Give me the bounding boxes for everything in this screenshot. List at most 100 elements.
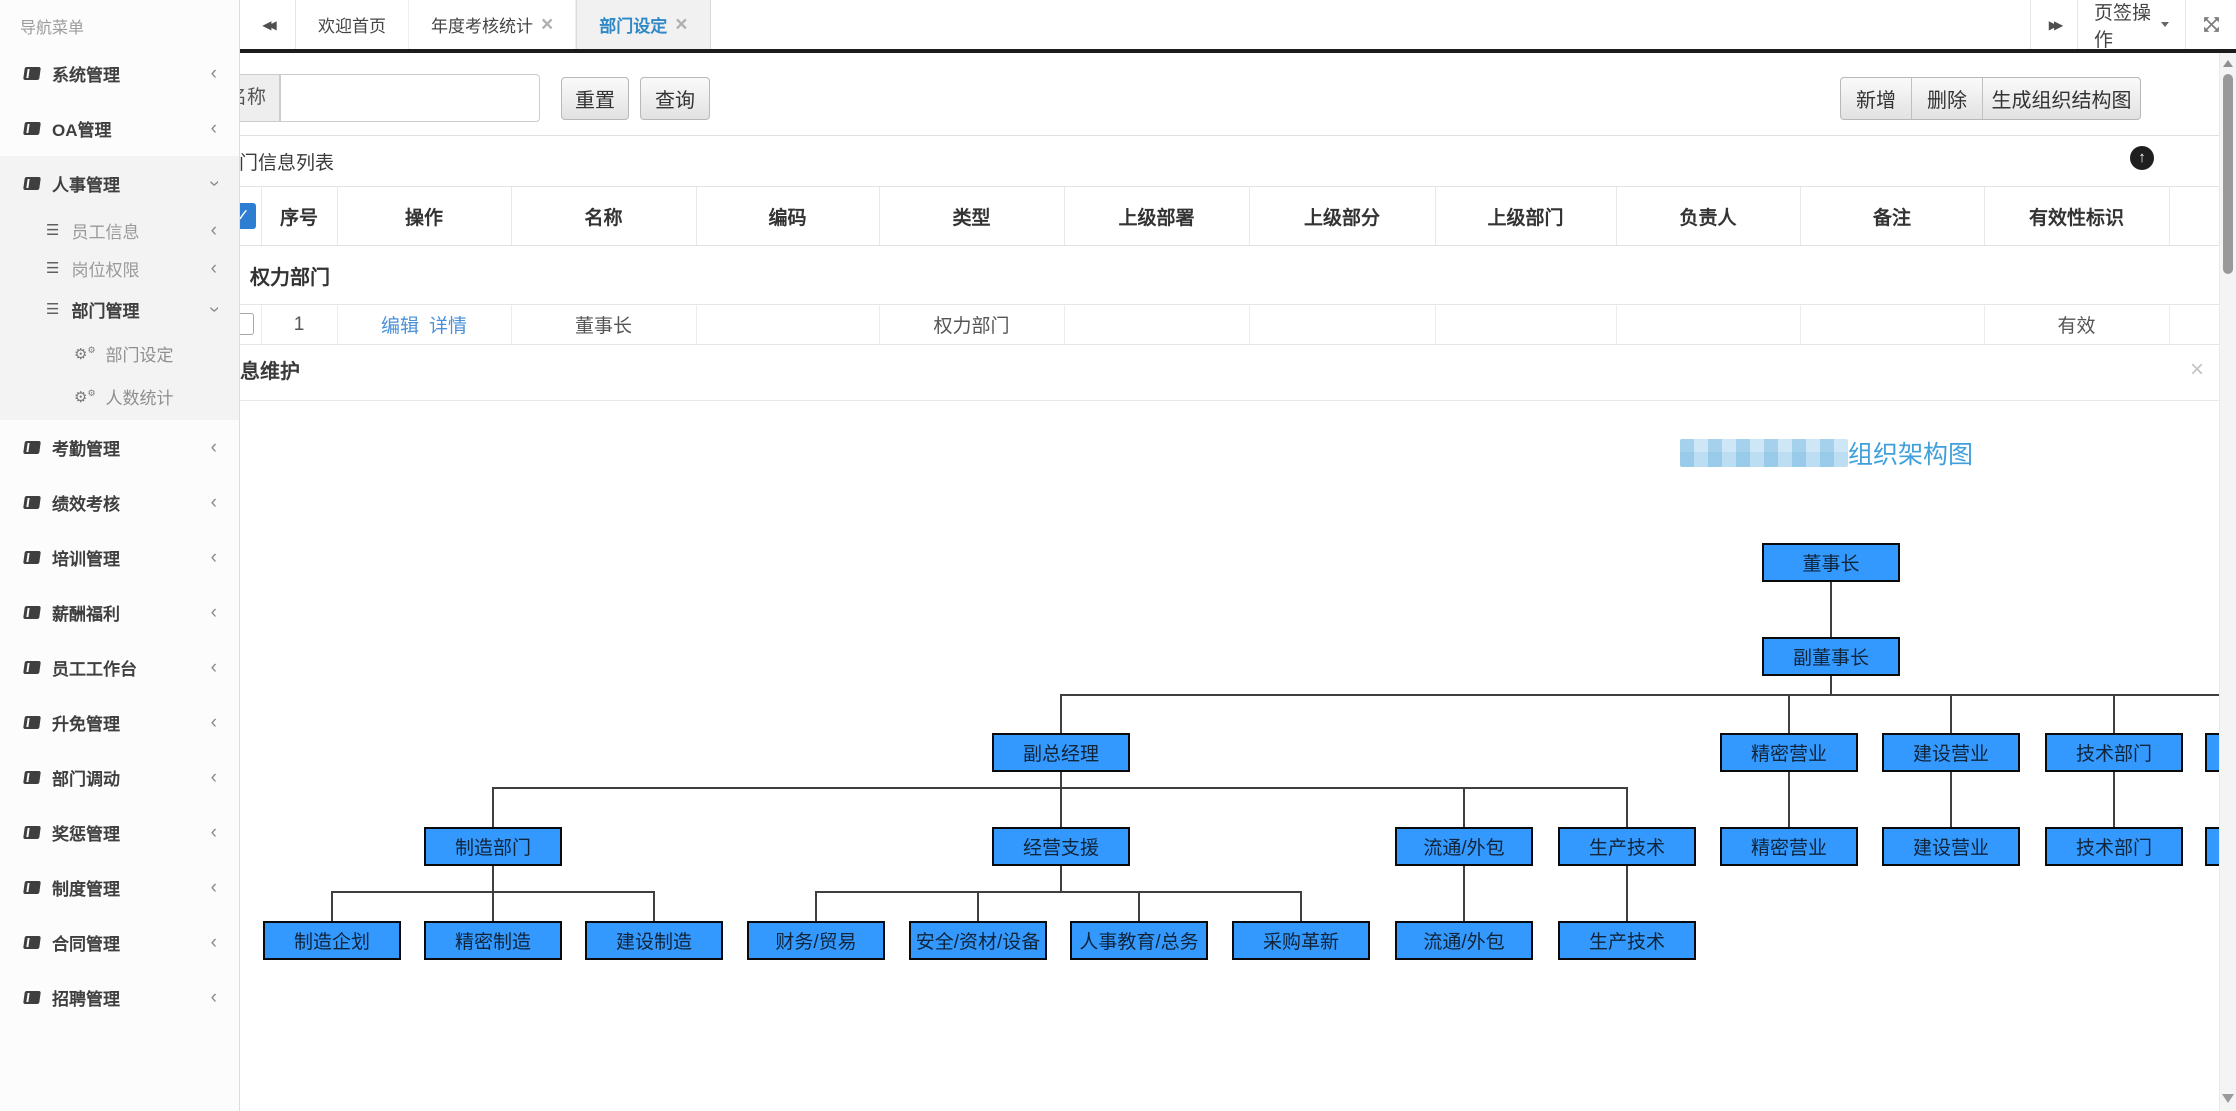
org-node-label: 董事长: [1802, 554, 1860, 575]
sidebar-item-2-2-1[interactable]: ⚙人数统计: [0, 375, 239, 418]
sidebar-item-label: 系统管理: [52, 66, 120, 85]
sidebar-item-2-2-0[interactable]: ⚙部门设定: [0, 332, 239, 375]
org-connector-line: [1060, 772, 1062, 787]
dept-list-title: 部门信息列表: [240, 153, 335, 174]
org-node-label: 精密营业: [1750, 744, 1827, 765]
sidebar-item-11[interactable]: 制度管理‹: [0, 860, 239, 915]
sidebar-item-2-2[interactable]: ☰部门管理‹: [0, 287, 239, 332]
sidebar-item-label: 部门调动: [52, 770, 120, 789]
org-node: 流通/外包: [1395, 921, 1533, 960]
org-connector-line: [1626, 866, 1628, 921]
sidebar-item-3[interactable]: 考勤管理‹: [0, 420, 239, 475]
action-button-group: 新增 删除 生成组织结构图: [1840, 77, 2141, 120]
org-node: 建设营业: [1882, 733, 2020, 772]
column-header: 上级部分: [1249, 186, 1436, 246]
tab-operations-dropdown[interactable]: 页签操作: [2077, 0, 2185, 51]
column-header: 上级部门: [1435, 186, 1617, 246]
row-cell-valid: 有效: [1984, 304, 2170, 345]
sidebar-item-label: 部门设定: [105, 346, 174, 365]
org-connector-line: [1060, 694, 1062, 733]
org-connector-line: [492, 891, 494, 921]
chevron-left-icon: ‹: [210, 63, 217, 84]
sidebar-item-8[interactable]: 升免管理‹: [0, 695, 239, 750]
chevron-left-icon: ‹: [210, 492, 217, 513]
row-cell-manager: [1616, 304, 1801, 345]
tabbar: ◀◀ 欢迎首页 年度考核统计×部门设定× ▶▶ 页签操作: [240, 0, 2236, 53]
sidebar-item-2[interactable]: 人事管理‹: [0, 156, 239, 211]
org-node-label: 制造企划: [293, 932, 370, 953]
tab-0[interactable]: 欢迎首页: [296, 0, 409, 49]
column-header: 编码: [696, 186, 880, 246]
delete-button[interactable]: 删除: [1912, 78, 1983, 119]
add-button[interactable]: 新增: [1841, 78, 1912, 119]
column-header: 类型: [879, 186, 1065, 246]
tabs-scroll-right-button[interactable]: ▶▶: [2030, 0, 2077, 49]
column-header: 上级部署: [1064, 186, 1250, 246]
column-header: 负责人: [1616, 186, 1801, 246]
org-node: 安全/资材/设备: [909, 921, 1047, 960]
search-input[interactable]: [280, 74, 540, 122]
edit-link[interactable]: 编辑: [380, 316, 419, 337]
chevron-left-icon: ‹: [210, 822, 217, 843]
sidebar-item-7[interactable]: 员工工作台‹: [0, 640, 239, 695]
sidebar-item-12[interactable]: 合同管理‹: [0, 915, 239, 970]
dept-list-panel-header: 部门信息列表 ↑: [240, 140, 2219, 186]
vertical-scrollbar[interactable]: [2219, 53, 2236, 1111]
tab-1[interactable]: 年度考核统计×: [409, 0, 577, 49]
row-cell-code: [696, 304, 880, 345]
chevron-left-icon: ‹: [210, 657, 217, 678]
org-node: 董事长: [1762, 543, 1900, 582]
query-button[interactable]: 查询: [640, 77, 710, 120]
sidebar-item-9[interactable]: 部门调动‹: [0, 750, 239, 805]
org-connector-line: [653, 891, 655, 921]
list-icon: ☰: [46, 301, 60, 318]
org-node: 精密营业: [1720, 733, 1858, 772]
tab-close-icon[interactable]: ×: [541, 13, 554, 36]
book-icon: [23, 606, 41, 619]
org-connector-line: [2113, 772, 2115, 827]
cogs-icon: ⚙: [74, 389, 96, 405]
org-node-partial: [2205, 733, 2219, 772]
book-icon: [23, 826, 41, 839]
sidebar-item-label: 绩效考核: [52, 495, 120, 514]
tab-label: 欢迎首页: [318, 17, 386, 36]
sidebar-item-label: 部门管理: [71, 302, 140, 321]
fullscreen-button[interactable]: [2185, 0, 2236, 49]
tabs-scroll-left-button[interactable]: ◀◀: [240, 0, 296, 49]
row-cell-remark: [1800, 304, 1985, 345]
sidebar-item-13[interactable]: 招聘管理‹: [0, 970, 239, 1025]
tab-2[interactable]: 部门设定×: [576, 0, 711, 49]
sidebar-item-2-1[interactable]: ☰岗位权限‹: [0, 249, 239, 287]
generate-orgchart-button[interactable]: 生成组织结构图: [1991, 90, 2132, 112]
org-chart: 组织架构图 董事长副董事长副总经理精密营业建设营业技术部门制造部门经营支援流通/…: [240, 401, 2219, 1111]
sidebar-item-1[interactable]: OA管理‹: [0, 101, 239, 156]
scrollbar-thumb[interactable]: [2223, 74, 2233, 274]
sidebar-item-0[interactable]: 系统管理 ‹: [0, 46, 239, 101]
column-header-filler: [2169, 186, 2219, 246]
book-icon: [23, 716, 41, 729]
org-chart-title-text: 组织架构图: [1848, 441, 1974, 469]
close-icon[interactable]: ×: [2189, 356, 2204, 383]
scroll-down-arrow-icon[interactable]: [2222, 1094, 2234, 1103]
org-node-label: 副总经理: [1022, 744, 1099, 765]
row-checkbox[interactable]: [240, 313, 254, 336]
details-link[interactable]: 详情: [429, 316, 468, 337]
sidebar-item-6[interactable]: 薪酬福利‹: [0, 585, 239, 640]
sidebar-expanded-group: 人事管理‹☰员工信息‹☰岗位权限‹☰部门管理‹⚙部门设定⚙人数统计: [0, 156, 239, 420]
sidebar-item-5[interactable]: 培训管理‹: [0, 530, 239, 585]
book-icon: [23, 771, 41, 784]
reset-button[interactable]: 重置: [561, 77, 629, 120]
sidebar-item-2-0[interactable]: ☰员工信息‹: [0, 211, 239, 249]
org-connector-line: [1950, 694, 1952, 733]
org-node: 采购革新: [1232, 921, 1370, 960]
tab-close-icon[interactable]: ×: [675, 13, 688, 36]
org-node: 技术部门: [2045, 827, 2183, 866]
sidebar-item-10[interactable]: 奖惩管理‹: [0, 805, 239, 860]
header-checkbox[interactable]: ✓: [240, 203, 256, 229]
collapse-panel-icon[interactable]: ↑: [2130, 146, 2154, 170]
org-node-label: 精密制造: [454, 932, 531, 953]
scroll-up-arrow-icon[interactable]: [2223, 60, 2233, 67]
chevron-left-icon: ‹: [210, 602, 217, 623]
sidebar-item-label: 合同管理: [52, 935, 120, 954]
sidebar-item-4[interactable]: 绩效考核 ‹: [0, 475, 239, 530]
